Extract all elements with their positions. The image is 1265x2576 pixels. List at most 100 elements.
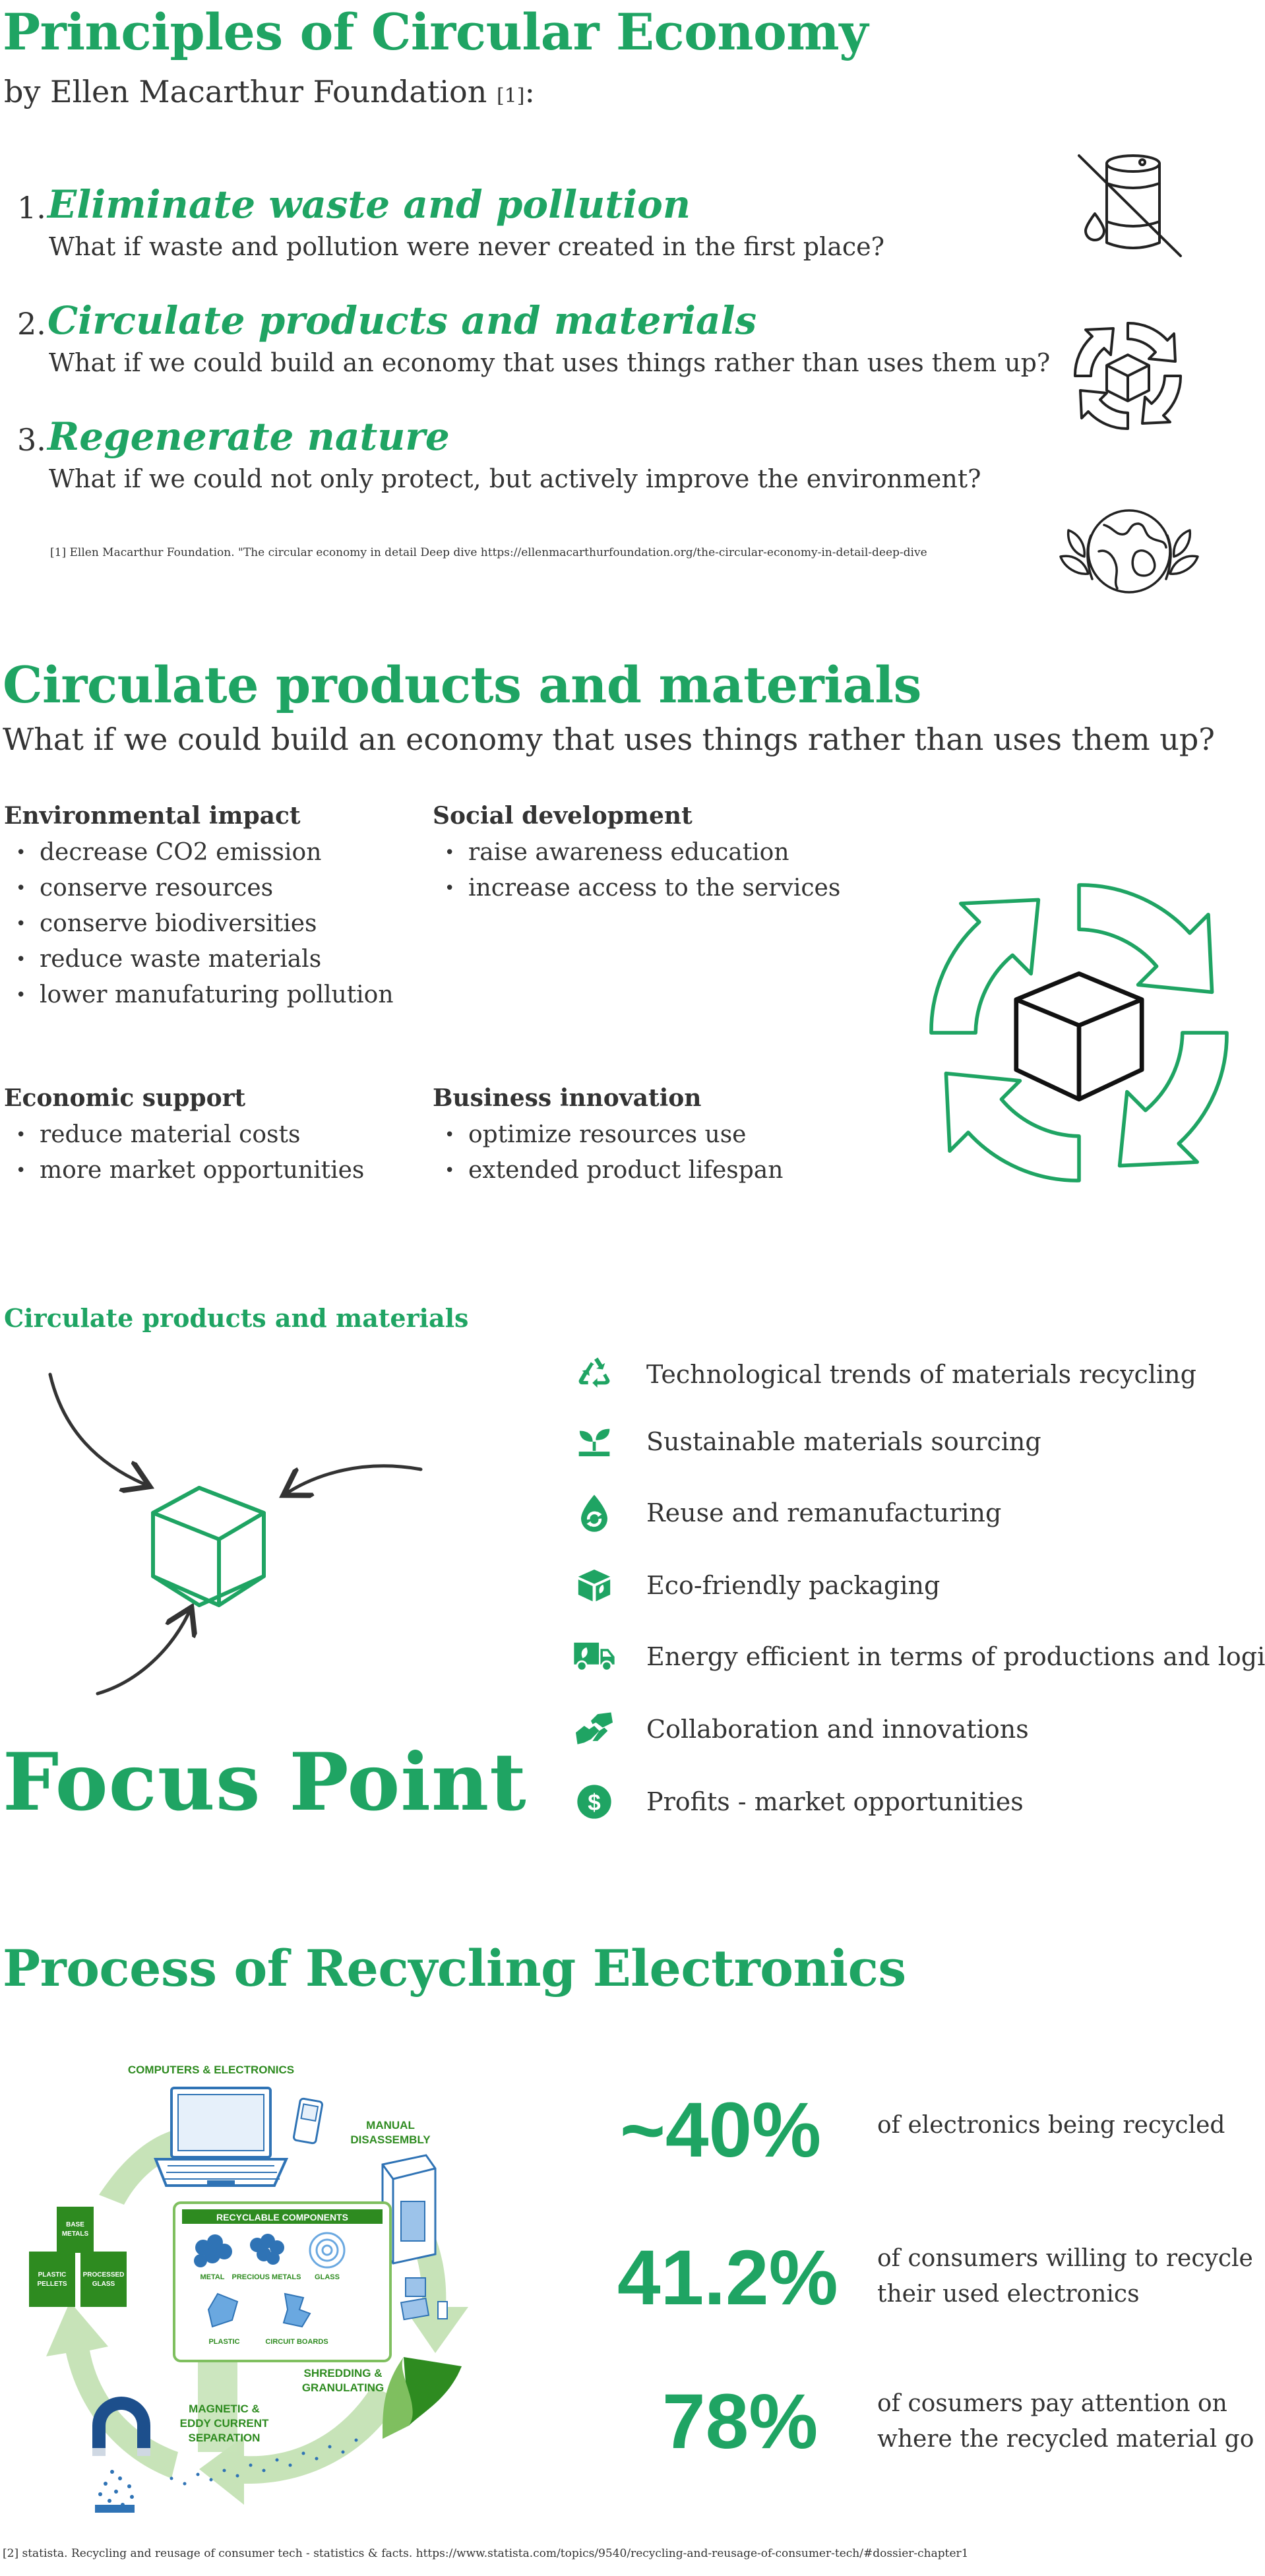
svg-text:$: $ [588,1790,600,1816]
bin-label: BASE [66,2221,84,2228]
category-economic: Economic support [4,1084,246,1112]
economic-list: reduce material costs more market opport… [4,1117,364,1188]
trend-label: Sustainable materials sourcing [646,1427,1041,1456]
list-item: decrease CO2 emission [4,835,394,871]
list-item: extended product lifespan [433,1153,783,1188]
byline-colon: : [524,74,535,109]
trend-label: Technological trends of materials recycl… [646,1360,1196,1389]
byline-text: by Ellen Macarthur Foundation [4,74,487,109]
no-oil-barrel-icon [1078,154,1182,257]
stat-line: where the recycled material go [877,2426,1254,2453]
bin-label: PLASTIC [38,2271,67,2279]
principle-2-number: 2. [17,306,46,342]
diagram-label: COMPUTERS & ELECTRONICS [128,2064,294,2076]
trend-label: Energy efficient in terms of productions… [646,1642,1265,1671]
trend-row-collaboration: Collaboration and innovations [572,1703,1029,1756]
stat-desc: of consumers willing to recycle their us… [877,2241,1253,2312]
diagram-label: SEPARATION [189,2432,261,2444]
trend-row-recycling: Technological trends of materials recycl… [572,1348,1196,1401]
trend-row-reuse: Reuse and remanufacturing [572,1487,1001,1539]
principle-1-number: 1. [17,190,46,226]
circular-box-icon [1073,321,1183,431]
principle-2-title: Circulate products and materials [47,298,757,343]
stat-value: 41.2% [617,2234,838,2321]
trend-label: Collaboration and innovations [646,1715,1029,1744]
stat-line: of consumers willing to recycle [877,2245,1253,2272]
trend-label: Profits - market opportunities [646,1787,1024,1816]
computer-tower-icon [381,2154,448,2321]
category-environmental: Environmental impact [4,802,301,830]
bin-label: METALS [62,2230,89,2238]
diagram-label: DISASSEMBLY [350,2133,431,2146]
handshake-icon [572,1707,616,1751]
section4-title: Process of Recycling Electronics [3,1939,906,1998]
list-item: raise awareness education [433,835,840,871]
list-item: conserve resources [4,871,394,906]
reuse-drop-icon [572,1491,616,1535]
trend-row-profits: $ Profits - market opportunities [572,1775,1024,1828]
focus-point-title: Focus Point [3,1736,527,1829]
stat-value: 78% [662,2378,818,2465]
list-item: more market opportunities [4,1153,364,1188]
diagram-label: EDDY CURRENT [180,2417,269,2430]
diagram-label: GLASS [315,2273,340,2281]
stat-line: of electronics being recycled [877,2112,1225,2139]
list-item: lower manufaturing pollution [4,977,394,1013]
diagram-label: METAL [200,2273,224,2281]
section2-subtitle: What if we could build an economy that u… [3,721,1215,757]
environmental-list: decrease CO2 emission conserve resources… [4,835,394,1013]
circular-box-graphic [929,883,1229,1182]
section2-title: Circulate products and materials [3,656,921,714]
principle-1-desc: What if waste and pollution were never c… [49,232,885,261]
stat-desc: of electronics being recycled [877,2108,1225,2143]
stat-value: ~40% [620,2087,822,2174]
stat-desc: of cosumers pay attention on where the r… [877,2386,1254,2457]
diagram-label: SHREDDING & [303,2367,382,2379]
principle-3-desc: What if we could not only protect, but a… [49,464,981,493]
category-social: Social development [433,802,693,830]
components-title: RECYCLABLE COMPONENTS [216,2212,348,2223]
stat-line: of cosumers pay attention on [877,2390,1227,2417]
bin-label: GLASS [92,2281,115,2288]
list-item: reduce waste materials [4,942,394,977]
principle-2-desc: What if we could build an economy that u… [49,348,1051,377]
category-business: Business innovation [433,1084,702,1112]
recycle-icon [572,1353,616,1396]
trend-label: Reuse and remanufacturing [646,1498,1002,1527]
principle-3-title: Regenerate nature [47,414,450,459]
list-item: reduce material costs [4,1117,364,1153]
stat-line: their used electronics [877,2281,1140,2308]
footnote-1: [1] Ellen Macarthur Foundation. "The cir… [50,546,927,559]
diagram-label: CIRCUIT BOARDS [265,2338,328,2346]
magnet-icon [92,2397,150,2456]
diagram-label: GRANULATING [302,2381,384,2394]
byline: by Ellen Macarthur Foundation [1]: [4,74,535,109]
eco-package-icon [572,1564,616,1607]
bins-group: BASE METALS PLASTIC PELLETS PROCESSED GL… [29,2207,127,2307]
list-item: optimize resources use [433,1117,783,1153]
list-item: conserve biodiversities [4,906,394,942]
truck-icon [572,1635,616,1678]
page-title: Principles of Circular Economy [3,3,868,61]
byline-ref[interactable]: [1] [496,84,525,107]
diagram-label: PRECIOUS METALS [232,2273,301,2281]
diagram-label: MAGNETIC & [189,2403,260,2415]
trend-row-packaging: Eco-friendly packaging [572,1559,940,1612]
section3-title: Circulate products and materials [4,1303,469,1333]
bin-label: PROCESSED [83,2271,125,2279]
principle-1-title: Eliminate waste and pollution [47,182,691,227]
focus-arrows-graphic [48,1372,423,1696]
social-list: raise awareness education increase acces… [433,835,840,906]
trend-row-energy: Energy efficient in terms of productions… [572,1630,1265,1683]
phone-icon [292,2097,324,2145]
business-list: optimize resources use extended product … [433,1117,783,1188]
diagram-label: MANUAL [366,2119,415,2131]
sprout-icon [572,1420,616,1463]
recycling-electronics-diagram: COMPUTERS & ELECTRONICS MANUAL DISASSEMB… [29,2064,468,2513]
footnote-2: [2] statista. Recycling and reusage of c… [3,2547,969,2560]
principle-3-number: 3. [17,422,46,458]
trend-row-sourcing: Sustainable materials sourcing [572,1415,1041,1468]
bin-label: PELLETS [37,2281,67,2288]
dollar-icon: $ [572,1780,616,1824]
laptop-icon [154,2087,289,2187]
